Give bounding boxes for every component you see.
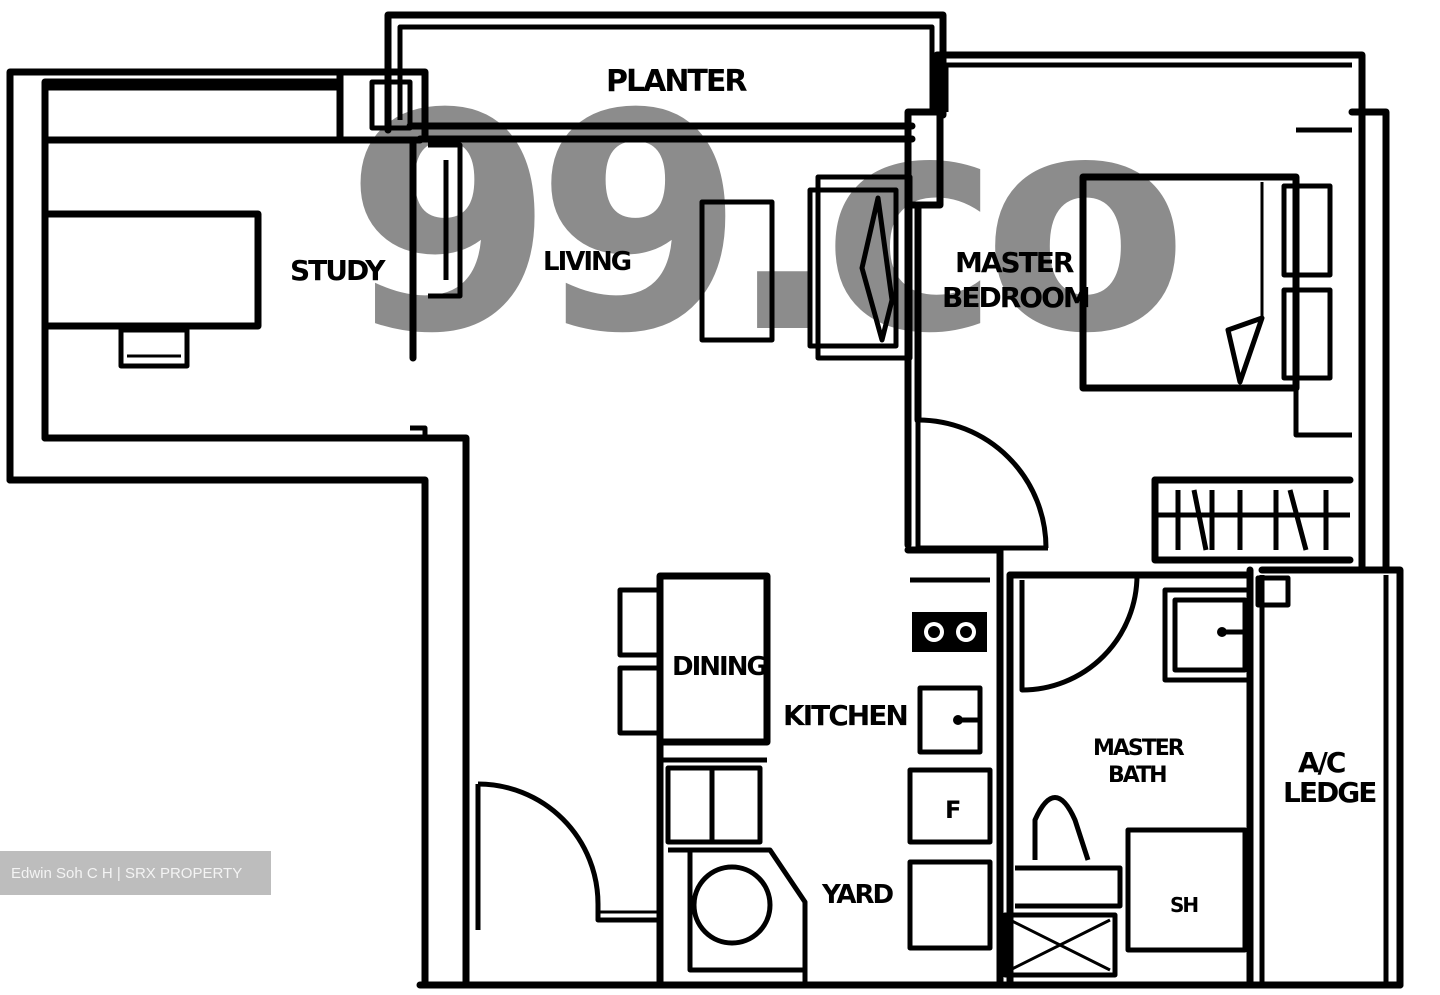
study-walls [6, 68, 470, 989]
room-label-study: STUDY [290, 254, 386, 287]
room-label-master-bath-2: BATH [1108, 763, 1166, 788]
master-bath: MASTER BATH SH [1002, 566, 1291, 989]
room-label-planter: PLANTER [606, 64, 747, 99]
fridge-label: F [945, 796, 960, 824]
room-label-dining: DINING [672, 652, 766, 682]
master-bedroom: MASTER BEDROOM [904, 51, 1390, 574]
room-label-ac-ledge-2: LEDGE [1283, 776, 1376, 809]
room-label-kitchen: KITCHEN [783, 699, 907, 732]
shower-label: SH [1170, 893, 1197, 917]
kitchen: F KITCHEN [783, 546, 1004, 989]
room-label-master-bedroom-1: MASTER [955, 246, 1074, 279]
planter: PLANTER [384, 11, 947, 143]
credit-badge: Edwin Soh C H | SRX PROPERTY [0, 851, 271, 895]
room-label-master-bedroom-2: BEDROOM [942, 281, 1089, 314]
watermark: 99.co [345, 50, 1179, 399]
room-label-ac-ledge-1: A/C [1298, 746, 1345, 779]
yard: YARD [416, 738, 1404, 989]
room-label-living: LIVING [543, 247, 631, 277]
credit-text: Edwin Soh C H | SRX PROPERTY [11, 864, 243, 882]
dining: DINING [617, 572, 771, 763]
ac-ledge: A/C LEDGE [1258, 566, 1404, 989]
room-label-yard: YARD [821, 880, 893, 910]
room-label-master-bath-1: MASTER [1093, 736, 1185, 761]
